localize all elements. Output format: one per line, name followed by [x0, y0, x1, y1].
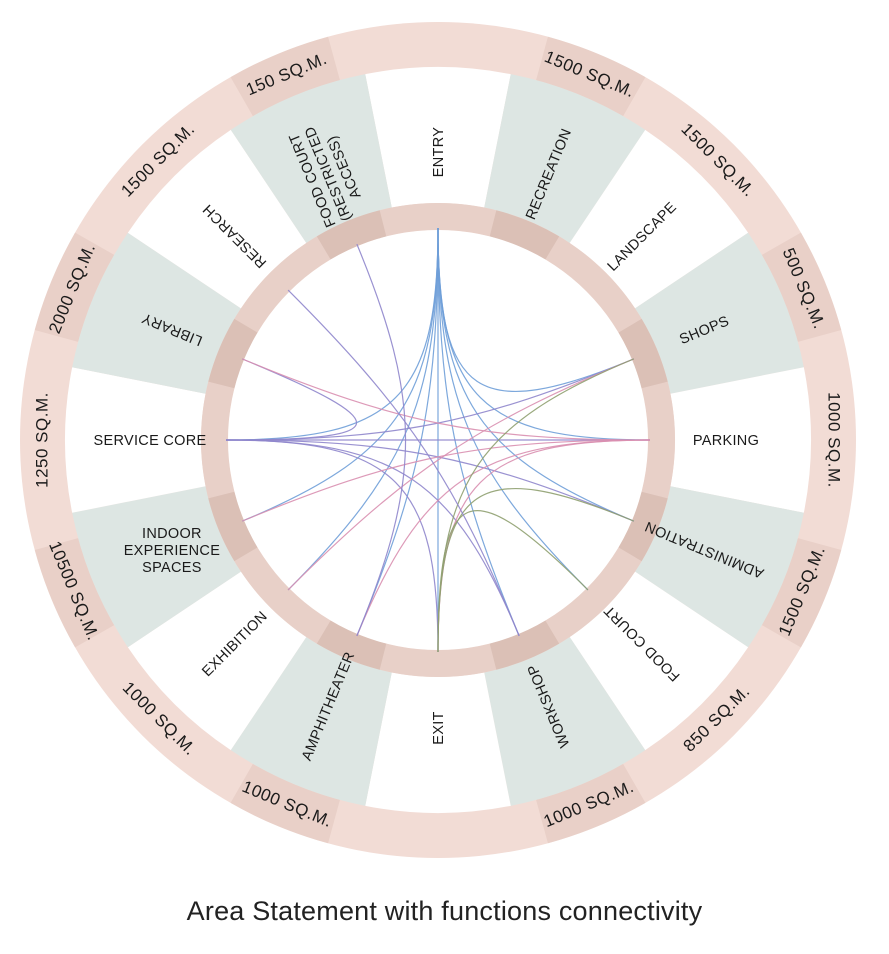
- connector-research-workshop: [287, 289, 520, 637]
- band-block-shops: [761, 232, 842, 342]
- connector-entry-amphitheater: [356, 227, 439, 637]
- ring-block-workshop: [489, 620, 560, 670]
- ring-block-food-court-restricted: [316, 210, 387, 260]
- connectivity-lines: [225, 227, 651, 653]
- sector-research: [127, 129, 307, 309]
- function-label-group-service-core: SERVICE CORE: [94, 433, 207, 449]
- ring-block-shops: [618, 318, 668, 389]
- band-block-library: [34, 232, 115, 342]
- connector-entry-exhibition: [287, 227, 439, 591]
- sector-landscape: [569, 129, 749, 309]
- connector-parking-indoor-experience: [241, 439, 651, 522]
- ring-block-recreation: [489, 210, 560, 260]
- band-block-indoor-experience: [34, 538, 115, 648]
- ring-block-amphitheater: [316, 620, 387, 670]
- sector-food-court: [569, 571, 749, 751]
- connector-parking-library: [241, 358, 651, 441]
- connector-exit-food-court: [437, 510, 589, 653]
- diagram-caption: Area Statement with functions connectivi…: [186, 896, 703, 926]
- function-label-group-parking: PARKING: [693, 433, 759, 449]
- function-label-exit: EXIT: [431, 711, 447, 744]
- connector-entry-workshop: [437, 227, 520, 637]
- sector-amphitheater: [230, 637, 392, 806]
- connector-parking-amphitheater: [356, 439, 651, 637]
- band-block-food-court-restricted: [230, 36, 340, 117]
- sector-exit: [365, 672, 511, 813]
- sector-service-core: [65, 367, 206, 513]
- connector-entry-food-court: [437, 227, 589, 591]
- band-block-administration: [761, 538, 842, 648]
- function-sectors: [65, 67, 811, 813]
- sector-workshop: [484, 637, 646, 806]
- connector-service-core-library: [225, 358, 358, 441]
- sector-shops: [635, 232, 804, 394]
- band-block-workshop: [536, 763, 646, 844]
- function-label-group-exit: EXIT: [431, 711, 447, 744]
- ring-block-library: [208, 318, 258, 389]
- function-label-service-core: SERVICE CORE: [94, 433, 207, 449]
- area-label-parking: 1000 SQ.M.: [825, 392, 844, 488]
- sector-indoor-experience: [72, 486, 241, 648]
- sector-library: [72, 232, 241, 394]
- sector-exhibition: [127, 571, 307, 751]
- band-block-amphitheater: [230, 763, 340, 844]
- function-label-entry: ENTRY: [431, 127, 447, 177]
- sector-food-court-restricted: [230, 74, 392, 243]
- area-label-service-core: 1250 SQ.M.: [32, 392, 51, 488]
- sector-administration: [635, 486, 804, 648]
- connector-service-core-administration: [225, 439, 635, 522]
- band-block-recreation: [536, 36, 646, 117]
- function-label-group-entry: ENTRY: [431, 127, 447, 177]
- sector-parking: [670, 367, 811, 513]
- ring-block-indoor-experience: [208, 491, 258, 562]
- connector-shops-exhibition: [287, 358, 635, 591]
- connector-food-court-restricted-amphitheater: [356, 243, 407, 637]
- function-label-parking: PARKING: [693, 433, 759, 449]
- sector-recreation: [484, 74, 646, 243]
- ring-block-administration: [618, 491, 668, 562]
- sector-entry: [365, 67, 511, 208]
